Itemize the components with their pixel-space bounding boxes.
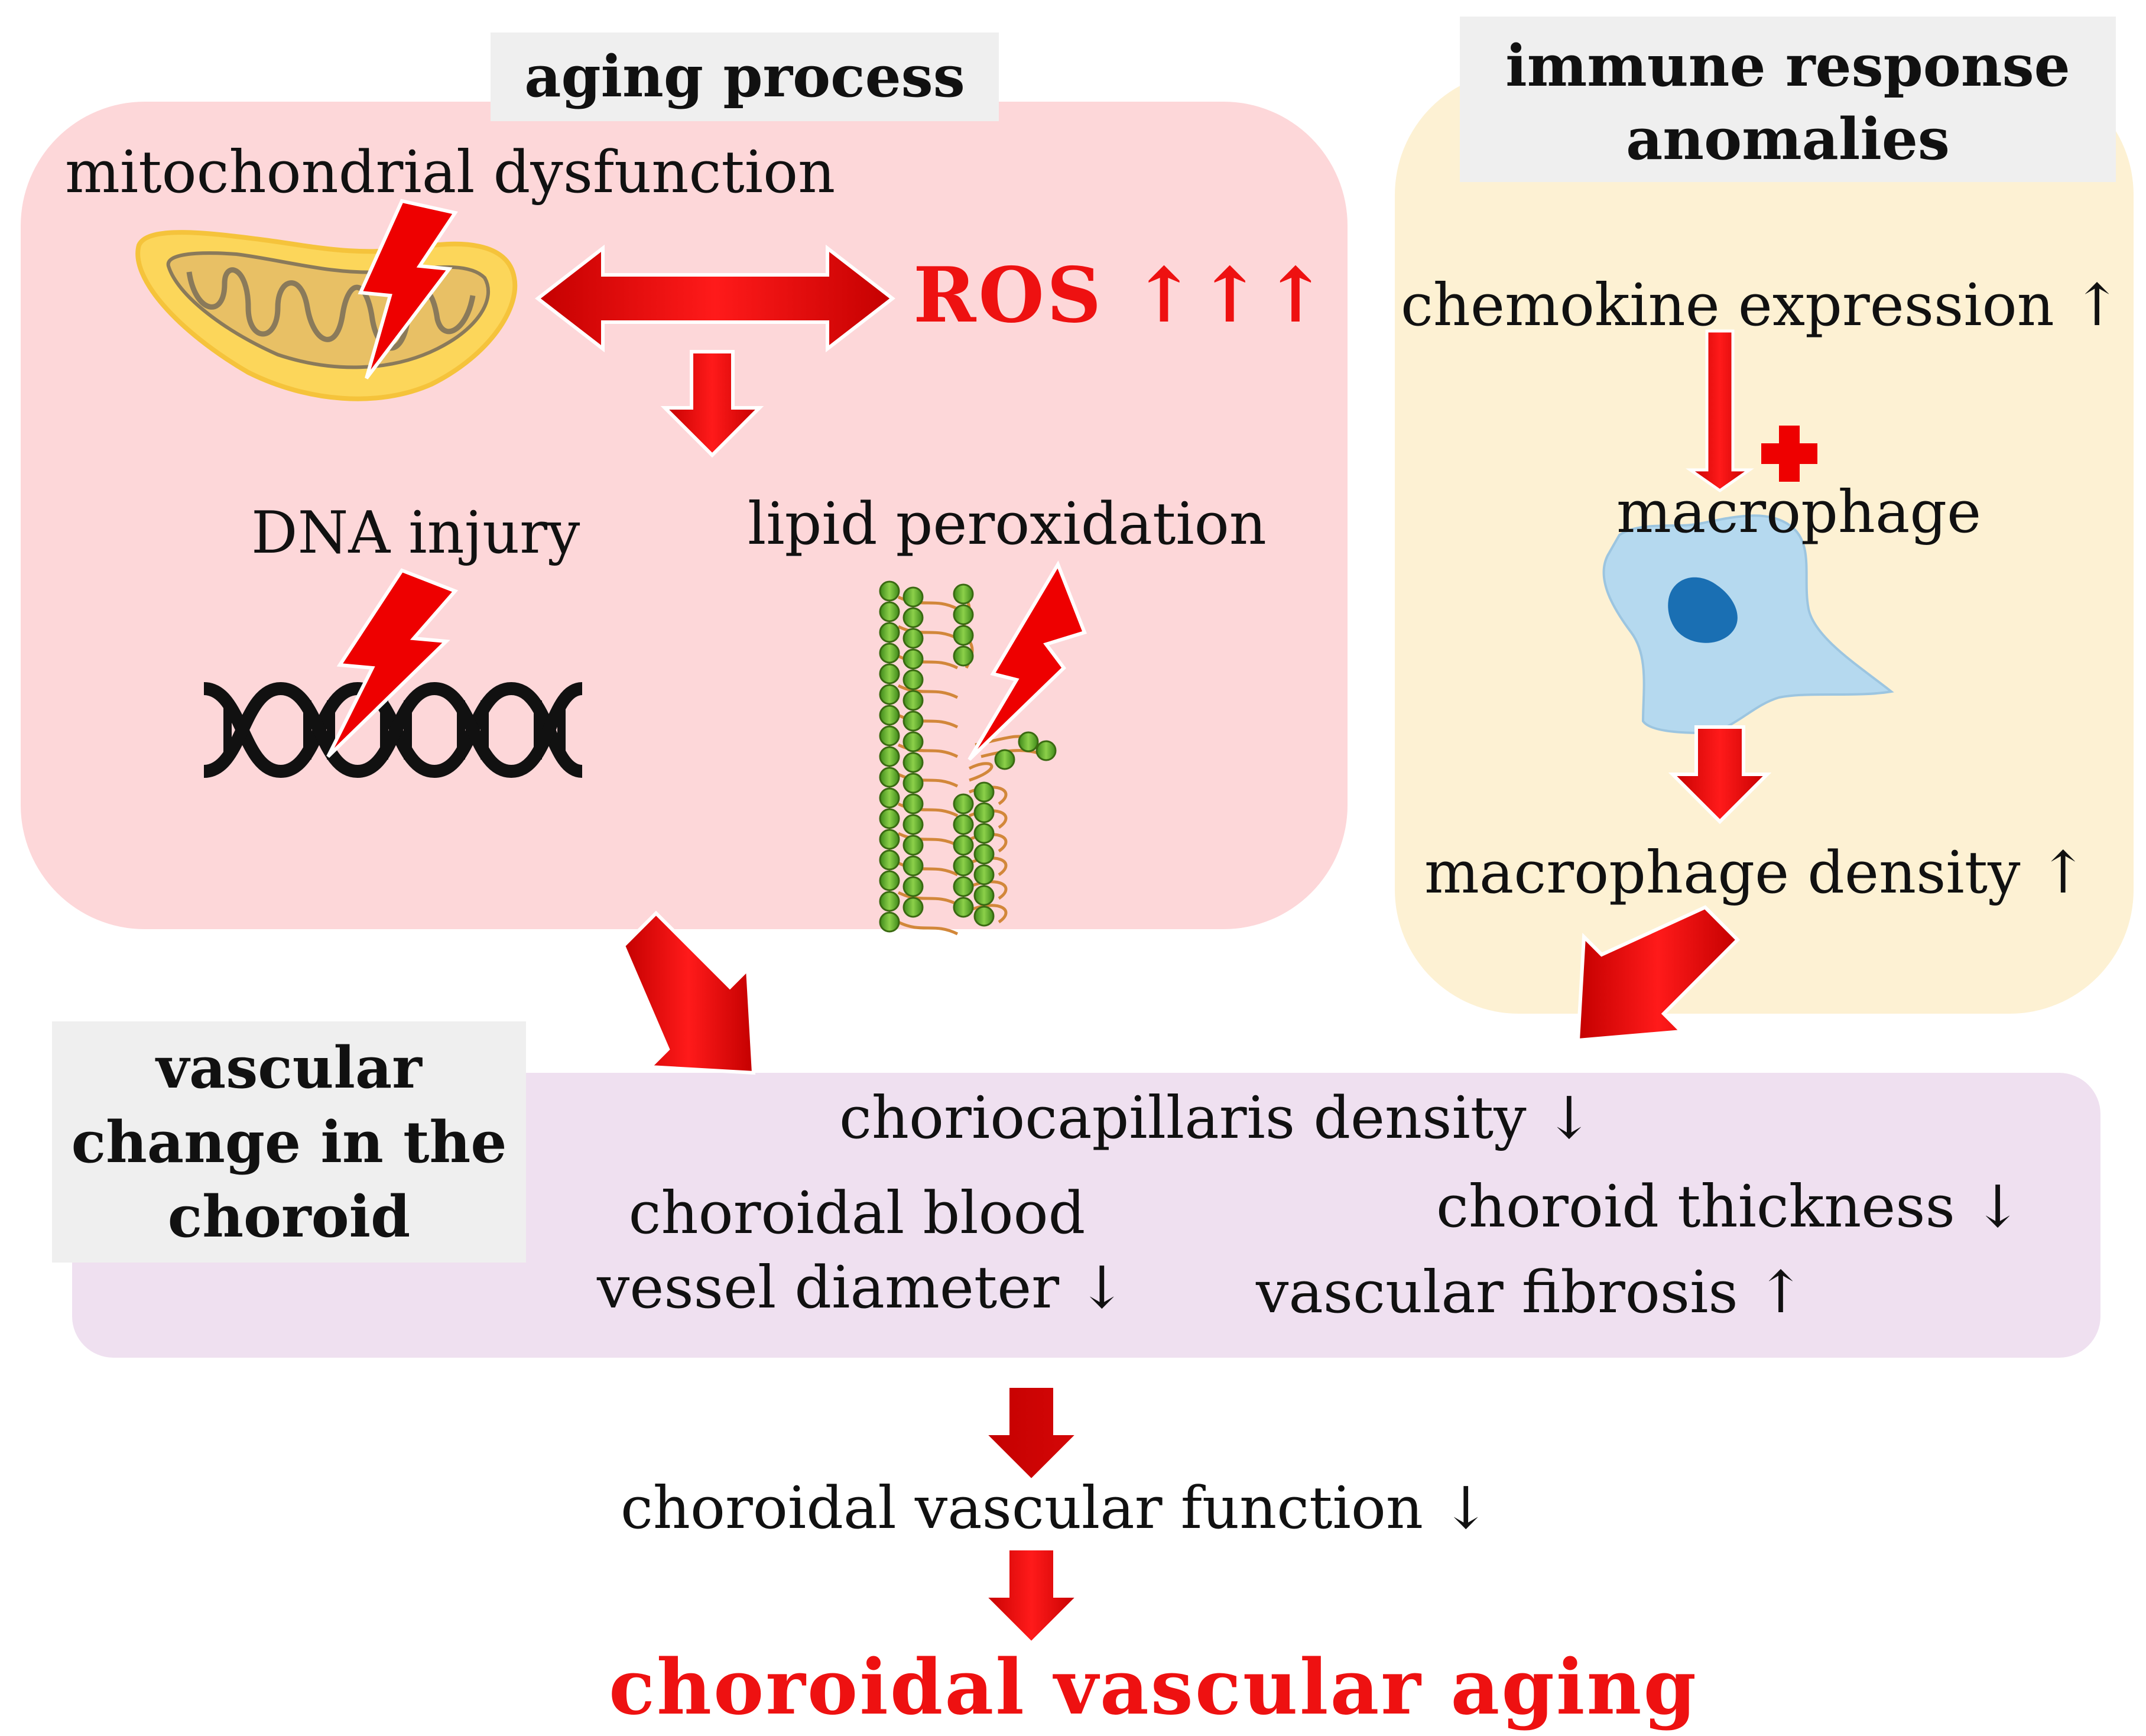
vessel-diameter-line2: vessel diameter ↓ [597, 1254, 1126, 1322]
macrophage-label: macrophage [1616, 479, 1982, 546]
vascular-to-function-arrow [979, 1384, 1646, 1484]
function-to-aging-arrow [979, 1547, 1083, 1646]
mitochondrial-dysfunction-label: mitochondrial dysfunction [65, 139, 836, 206]
lipid-peroxidation-label: lipid peroxidation [748, 491, 1267, 558]
chemokine-expression-label: chemokine expression ↑ [1401, 272, 2122, 339]
aging-to-vascular-arrow [621, 910, 756, 1075]
mito-ros-double-arrow [535, 244, 895, 353]
immune-title-line2: anomalies [1626, 106, 1950, 173]
immune-title-line1: immune response [1505, 33, 2070, 99]
lightning-mito-icon [358, 199, 458, 379]
dna-injury-label: DNA injury [251, 499, 580, 567]
vessel-diameter-line1: choroidal blood [628, 1180, 1086, 1247]
aging-process-title: aging process [491, 33, 999, 121]
ros-label: ROS ↑↑↑ [913, 251, 1330, 340]
vascular-title-line1: vascular [156, 1034, 422, 1101]
lipid-membrane-icon [879, 580, 1057, 936]
plus-icon [1761, 426, 1817, 482]
vessel-diameter-label: choroidal blood vessel diameter ↓ [597, 1176, 1126, 1325]
macrophage-cell-icon [1602, 514, 1894, 735]
immune-response-title: immune response anomalies [1460, 17, 2116, 182]
vascular-title-line2: change in the [71, 1109, 507, 1176]
down-arrow-aging [660, 350, 764, 458]
choroidal-vascular-aging-label: choroidal vascular aging [609, 1643, 1698, 1732]
chemokine-to-macrophage-arrow [1686, 329, 1754, 493]
lightning-dna-icon [326, 568, 459, 758]
choroid-thickness-label: choroid thickness ↓ [1436, 1173, 2022, 1241]
vascular-title-line3: choroid [167, 1183, 411, 1250]
immune-to-vascular-arrow [1576, 905, 1741, 1043]
dna-helix-icon [203, 682, 583, 778]
choroidal-vascular-function-label: choroidal vascular function ↓ [621, 1475, 1491, 1542]
macrophage-density-label: macrophage density ↑ [1424, 839, 2087, 907]
vascular-fibrosis-label: vascular fibrosis ↑ [1256, 1259, 1805, 1326]
choriocapillaris-density-label: choriocapillaris density ↓ [839, 1085, 1593, 1152]
aging-process-title-text: aging process [524, 43, 965, 110]
macrophage-to-density-arrow [1668, 725, 1772, 825]
mitochondrion-icon [135, 230, 518, 401]
lightning-lipid-icon [968, 560, 1087, 761]
vascular-change-title: vascular change in the choroid [52, 1021, 526, 1263]
